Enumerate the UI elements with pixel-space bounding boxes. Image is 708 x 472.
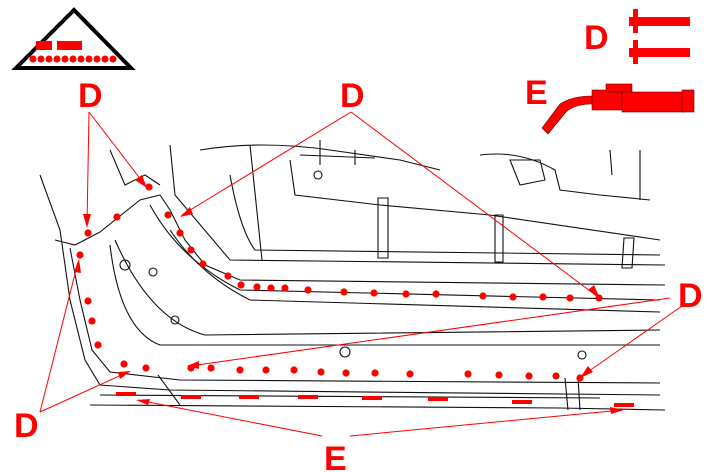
spot-weld-mark: [262, 366, 270, 374]
spot-weld-mark: [224, 272, 232, 280]
spot-weld-mark: [340, 288, 348, 296]
spot-weld-mark: [207, 364, 215, 372]
mig-torch-icon: [541, 83, 695, 135]
spot-weld-mark: [84, 229, 92, 237]
spot-weld-mark: [509, 293, 517, 301]
mig-weld-mark: [512, 400, 532, 404]
weld-triangle-symbol-icon: [11, 7, 136, 70]
spot-weld-mark: [552, 372, 560, 380]
spot-weld-mark: [304, 286, 312, 294]
spot-weld-mark: [236, 366, 244, 374]
spot-weld-mark: [342, 369, 350, 377]
spot-weld-mark: [84, 297, 92, 305]
spot-weld-mark: [281, 284, 289, 292]
spot-weld-mark: [370, 289, 378, 297]
leader-lines: [39, 111, 683, 437]
spot-weld-mark: [406, 370, 414, 378]
spot-weld-mark: [267, 284, 275, 292]
spot-weld-mark: [595, 294, 603, 302]
spot-weld-mark: [237, 281, 245, 289]
mig-weld-mark: [614, 403, 634, 407]
mig-weld-mark: [239, 395, 259, 399]
spot-weld-mark: [145, 183, 153, 191]
weld-marks: [76, 183, 634, 407]
spot-weld-mark: [317, 368, 325, 376]
spot-weld-mark: [199, 260, 207, 268]
spot-weld-mark: [120, 360, 128, 368]
mig-weld-mark: [428, 397, 448, 401]
spot-weld-icon: [629, 9, 690, 64]
callout-right: D: [678, 277, 703, 315]
callout-bottom-left: D: [14, 407, 39, 445]
legend-mig-weld-label: E: [525, 74, 548, 112]
mig-weld-mark: [362, 396, 382, 400]
spot-weld-mark: [94, 341, 102, 349]
spot-weld-mark: [402, 290, 410, 298]
spot-weld-mark: [113, 213, 121, 221]
spot-weld-mark: [88, 317, 96, 325]
mig-weld-mark: [116, 392, 136, 396]
spot-weld-mark: [142, 364, 150, 372]
spot-weld-mark: [495, 371, 503, 379]
spot-weld-mark: [164, 211, 172, 219]
spot-weld-mark: [176, 229, 184, 237]
spot-weld-mark: [464, 370, 472, 378]
spot-weld-mark: [290, 366, 298, 374]
spot-weld-mark: [576, 374, 584, 382]
spot-weld-mark: [432, 290, 440, 298]
legend-spot-weld-label: D: [584, 19, 609, 57]
spot-weld-mark: [76, 251, 84, 259]
spot-weld-mark: [525, 372, 533, 380]
callout-bottom: E: [324, 440, 347, 472]
spot-weld-mark: [539, 293, 547, 301]
mig-weld-mark: [181, 395, 201, 399]
callout-top-middle: D: [340, 77, 365, 115]
mig-weld-mark: [298, 395, 318, 399]
spot-weld-mark: [253, 283, 261, 291]
callout-top-left: D: [78, 77, 103, 115]
vehicle-body-outline: [39, 140, 666, 411]
spot-weld-mark: [187, 246, 195, 254]
spot-weld-mark: [187, 364, 195, 372]
spot-weld-mark: [371, 369, 379, 377]
spot-weld-mark: [566, 294, 574, 302]
spot-weld-mark: [479, 292, 487, 300]
